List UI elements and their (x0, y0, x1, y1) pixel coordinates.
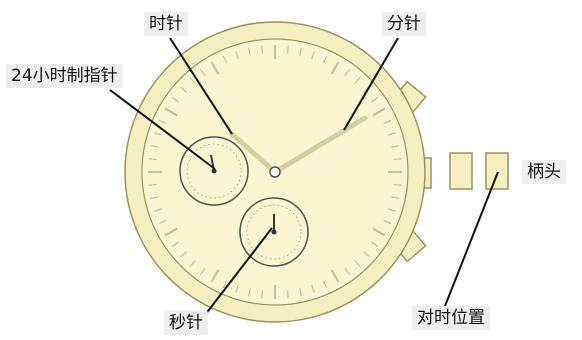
dial-tick (148, 183, 157, 186)
dial-tick (372, 227, 386, 237)
dial-tick (248, 288, 251, 297)
minute-hand (272, 115, 368, 175)
dial-tick (354, 77, 361, 84)
dial-tick (189, 77, 196, 84)
dial-tick (286, 290, 289, 299)
dial-tick (370, 96, 379, 103)
dial-tick (383, 219, 392, 225)
dial-ticks (148, 45, 402, 299)
dial-tick (171, 96, 180, 103)
dial-tick (199, 68, 206, 77)
crown-position-2 (449, 152, 473, 190)
dial-tick (222, 280, 228, 289)
dial-tick (150, 196, 159, 199)
dial-tick (393, 158, 402, 161)
pointer-hour (169, 37, 233, 135)
dial-tick (154, 208, 163, 212)
dial-tick (164, 227, 178, 237)
dial-tick (387, 132, 396, 136)
dial-tick (154, 132, 163, 136)
dial-tick (158, 219, 167, 225)
dial-tick (261, 290, 264, 299)
label-minute-hand: 分针 (382, 12, 426, 36)
dial-tick (299, 288, 302, 297)
label-second-hand: 秒针 (164, 311, 208, 335)
label-crown: 柄头 (522, 160, 566, 184)
dial-tick (235, 51, 239, 60)
dial-tick (261, 45, 264, 54)
pointer-minute (343, 37, 399, 131)
dial-tick (344, 68, 351, 77)
dial-tick (387, 208, 396, 212)
dial-tick (199, 267, 206, 276)
dial-tick (311, 51, 315, 60)
dial-tick (286, 45, 289, 54)
dial-tick (330, 61, 340, 75)
dial-tick (391, 145, 400, 148)
dial-tick (372, 107, 386, 117)
dial-tick (383, 119, 392, 125)
dial-tick (164, 107, 178, 117)
dial-tick (148, 158, 157, 161)
pointer-second (204, 227, 273, 316)
label-hour-hand: 时针 (144, 12, 188, 36)
dial-tick (210, 269, 220, 283)
dial-tick (299, 47, 302, 56)
dial-tick (322, 280, 328, 289)
dial-tick (171, 241, 180, 248)
dial-tick (222, 55, 228, 64)
dial-tick (344, 267, 351, 276)
dial-tick (311, 284, 315, 293)
subdial-24h (179, 136, 249, 206)
label-time-set: 对时位置 (412, 306, 490, 330)
dial-tick (370, 241, 379, 248)
dial-tick (354, 260, 361, 267)
dial-tick (180, 86, 187, 93)
dial-tick (189, 260, 196, 267)
crown-position-3 (485, 152, 509, 190)
pointer-time-set (444, 171, 499, 307)
dial-tick (180, 251, 187, 258)
dial-tick (330, 269, 340, 283)
pointer-lines (109, 37, 499, 316)
hour-hand (229, 131, 278, 175)
dial-tick (210, 61, 220, 75)
label-24h-hand: 24小时制指针 (6, 64, 123, 88)
pointer-24h (109, 89, 216, 170)
main-hands (229, 115, 368, 175)
center-pin (269, 166, 281, 178)
dial-tick (235, 284, 239, 293)
dial-tick (158, 119, 167, 125)
dial-tick (363, 251, 370, 258)
dial-tick (322, 55, 328, 64)
dial-tick (391, 196, 400, 199)
dial-tick (150, 145, 159, 148)
dial-tick (248, 47, 251, 56)
dial-tick (393, 183, 402, 186)
